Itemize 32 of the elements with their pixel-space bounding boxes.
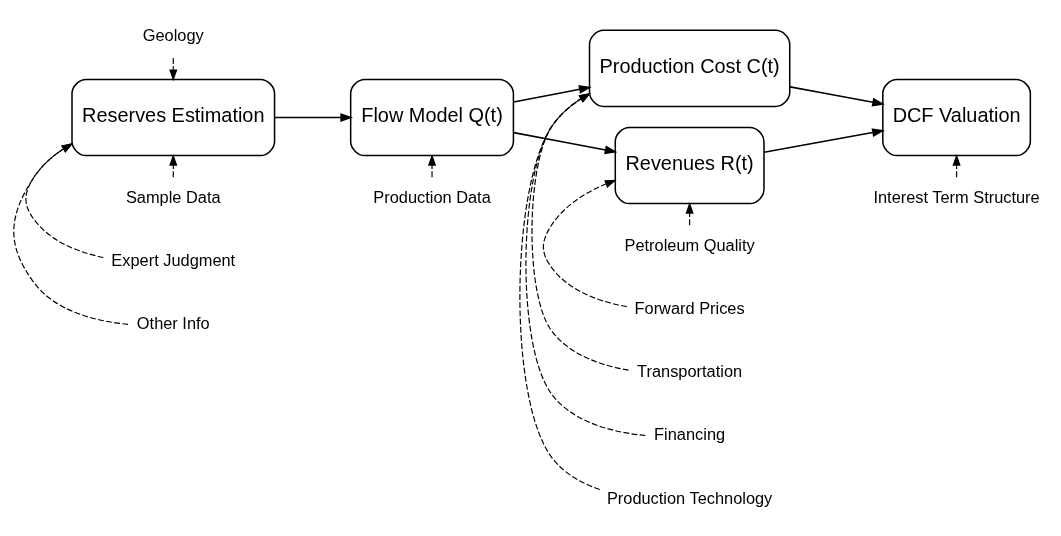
arrow <box>525 93 647 437</box>
arrow <box>531 93 630 371</box>
node-text: Sample Data <box>125 187 221 206</box>
node-box: DCF Valuation <box>882 78 1032 157</box>
node-text: Petroleum Quality <box>624 235 755 254</box>
node-box: Flow Model Q(t) <box>349 78 515 157</box>
arrow <box>25 143 104 259</box>
arrow <box>427 153 437 178</box>
arrow <box>13 143 129 325</box>
arrow <box>685 202 694 226</box>
arrow <box>519 93 601 491</box>
arrow <box>789 86 885 107</box>
node-text: Production Data <box>373 187 491 206</box>
node-text: Geology <box>142 26 204 45</box>
node-text: Other Info <box>136 314 210 333</box>
node-text: Expert Judgment <box>111 250 236 269</box>
node-text: Transportation <box>637 362 743 381</box>
node-box: Revenues R(t) <box>614 126 765 205</box>
arrow <box>542 179 628 308</box>
arrow <box>169 153 178 178</box>
node-box: Reserves Estimation <box>71 78 276 157</box>
arrow <box>169 57 178 82</box>
arrow <box>512 85 592 103</box>
arrow <box>273 113 353 122</box>
node-text: Financing <box>654 425 726 444</box>
arrow <box>763 128 885 154</box>
arrow <box>952 153 961 178</box>
arrow <box>512 131 618 155</box>
node-text: Production Technology <box>606 488 773 507</box>
node-text: Forward Prices <box>634 298 745 317</box>
node-text: Interest Term Structure <box>873 187 1040 206</box>
node-box: Production Cost C(t) <box>588 29 791 108</box>
